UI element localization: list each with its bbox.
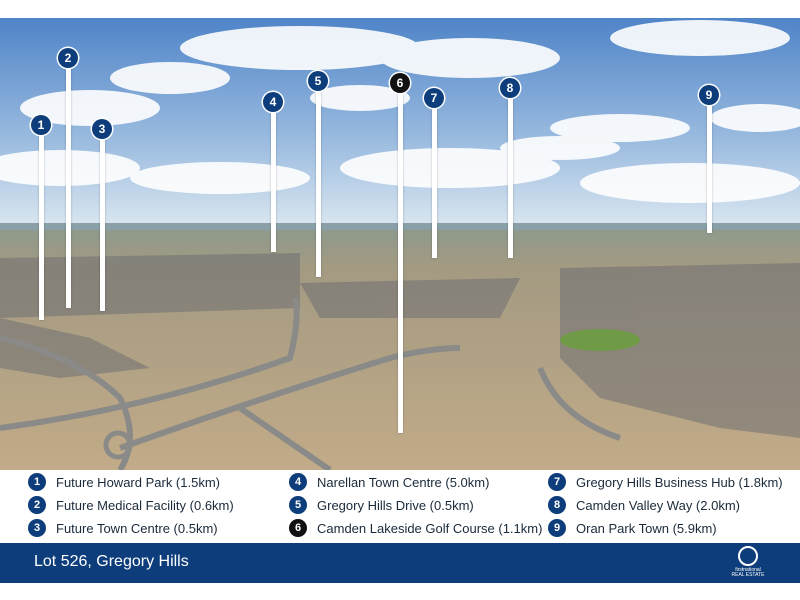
legend-number: 8 [548, 496, 566, 514]
legend-label: Narellan Town Centre (5.0km) [317, 474, 490, 490]
legend-item: 3 Future Town Centre (0.5km) [28, 517, 218, 539]
legend-item: 8 Camden Valley Way (2.0km) [548, 494, 740, 516]
roundabout [103, 430, 133, 460]
pin-stem [38, 135, 44, 320]
legend-item: 1 Future Howard Park (1.5km) [28, 471, 220, 493]
listing-title: Lot 526, Gregory Hills [34, 553, 189, 570]
legend-item: 4 Narellan Town Centre (5.0km) [289, 471, 489, 493]
legend-number: 5 [289, 496, 307, 514]
pin-badge: 6 [390, 73, 410, 93]
pin-stem [315, 91, 321, 277]
pin-stem [431, 108, 437, 258]
legend-label: Future Town Centre (0.5km) [56, 520, 218, 536]
legend-number: 3 [28, 519, 46, 537]
legend-label: Camden Valley Way (2.0km) [576, 497, 740, 513]
legend-label: Oran Park Town (5.9km) [576, 520, 717, 536]
legend: 1 Future Howard Park (1.5km) 2 Future Me… [0, 470, 800, 543]
pin-badge: 1 [31, 115, 51, 135]
pin-badge: 3 [92, 119, 112, 139]
pin-badge: 7 [424, 88, 444, 108]
legend-number: 1 [28, 473, 46, 491]
legend-number: 6 [289, 519, 307, 537]
pin-badge: 9 [699, 85, 719, 105]
legend-number: 4 [289, 473, 307, 491]
footer-bar: Lot 526, Gregory Hills firstnational REA… [0, 543, 800, 583]
clouds [0, 20, 800, 203]
legend-item: 2 Future Medical Facility (0.6km) [28, 494, 234, 516]
legend-item: 5 Gregory Hills Drive (0.5km) [289, 494, 474, 516]
housing-areas [0, 253, 800, 438]
logo-text-main: firstnational [735, 567, 761, 573]
legend-label: Camden Lakeside Golf Course (1.1km) [317, 520, 543, 536]
legend-label: Future Howard Park (1.5km) [56, 474, 220, 490]
agency-logo: firstnational REAL ESTATE [730, 545, 766, 581]
pin-badge: 8 [500, 78, 520, 98]
legend-number: 2 [28, 496, 46, 514]
pin-stem [706, 105, 712, 233]
logo-icon [738, 546, 758, 566]
pin-badge: 5 [308, 71, 328, 91]
pin-badge: 4 [263, 92, 283, 112]
legend-item: 6 Camden Lakeside Golf Course (1.1km) [289, 517, 542, 539]
pin-stem [99, 139, 105, 311]
logo-text: firstnational REAL ESTATE [730, 568, 766, 578]
golf-green [560, 329, 640, 351]
legend-item: 9 Oran Park Town (5.9km) [548, 517, 717, 539]
aerial-photo: 1 2 3 4 5 6 7 8 9 [0, 18, 800, 470]
logo-text-sub: REAL ESTATE [731, 572, 765, 578]
pin-stem [270, 112, 276, 252]
legend-number: 9 [548, 519, 566, 537]
bottom-margin [0, 583, 800, 600]
legend-label: Gregory Hills Drive (0.5km) [317, 497, 474, 513]
pin-stem [65, 68, 71, 308]
legend-label: Future Medical Facility (0.6km) [56, 497, 234, 513]
pin-stem [507, 98, 513, 258]
pin-stem [397, 93, 403, 433]
pin-badge: 2 [58, 48, 78, 68]
legend-number: 7 [548, 473, 566, 491]
legend-item: 7 Gregory Hills Business Hub (1.8km) [548, 471, 783, 493]
legend-label: Gregory Hills Business Hub (1.8km) [576, 474, 783, 490]
